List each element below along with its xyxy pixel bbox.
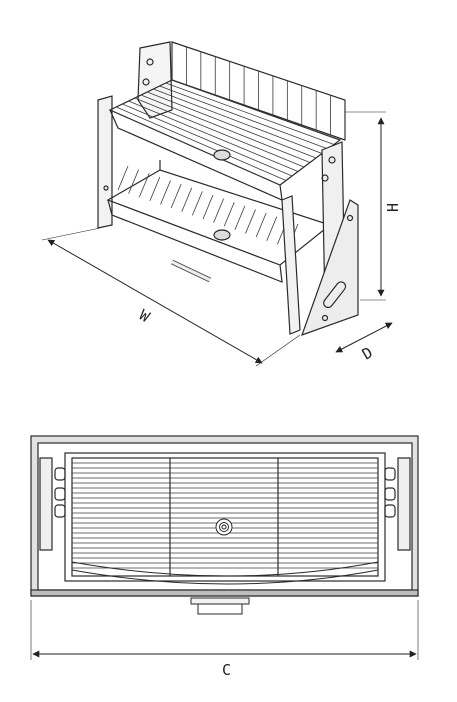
lift-plate	[301, 199, 359, 336]
wire	[255, 212, 267, 238]
wire	[160, 180, 171, 205]
wire	[171, 79, 341, 141]
wire	[170, 183, 182, 209]
bolt-icon	[103, 185, 109, 191]
dimension-lines	[41, 111, 393, 367]
wire	[192, 191, 203, 216]
dish-rack-wires	[117, 165, 299, 249]
wire	[128, 100, 299, 172]
cabinet-dimension-line	[30, 600, 419, 660]
left-bracket	[137, 41, 173, 119]
front-view-details	[71, 518, 379, 615]
center-knob-front	[215, 518, 233, 536]
front-basket-wires	[72, 462, 378, 569]
wire	[159, 85, 329, 150]
wire	[147, 91, 317, 159]
bolt-icon	[321, 174, 329, 182]
wire	[140, 94, 311, 163]
bolt-icon	[346, 214, 354, 222]
wire	[234, 205, 246, 231]
lift-slot	[323, 281, 347, 309]
lower-rack	[106, 160, 332, 283]
wire	[149, 176, 161, 202]
left-side-panel	[97, 95, 113, 229]
left-mechanism-front	[39, 457, 53, 551]
wire	[116, 106, 287, 181]
center-knob-lower	[213, 229, 231, 241]
wire	[181, 187, 193, 212]
right-side-panel	[281, 195, 301, 335]
front-view	[30, 435, 419, 597]
wire	[266, 216, 278, 241]
bolt-icon	[328, 156, 336, 164]
wire	[153, 88, 323, 154]
wire	[134, 97, 305, 168]
basket-frame-front	[64, 452, 386, 582]
bolt-icon	[142, 78, 150, 86]
cabinet-bottom	[30, 589, 419, 597]
bolt-icon	[321, 314, 329, 322]
handle-front	[190, 597, 250, 605]
wire	[223, 202, 235, 227]
wire	[128, 169, 139, 194]
wire	[213, 198, 224, 223]
wire	[122, 103, 293, 177]
bolt-icon	[146, 58, 154, 66]
wire	[165, 82, 335, 145]
center-knob-upper	[213, 149, 231, 161]
cabinet-inner	[37, 442, 413, 591]
cabinet-label: C	[222, 661, 231, 679]
height-label: H	[384, 203, 402, 212]
wire	[138, 173, 150, 198]
wire	[109, 109, 281, 186]
depth-label: D	[359, 343, 376, 363]
upper-basket-wires	[109, 42, 346, 186]
wire	[117, 165, 129, 191]
wire	[202, 194, 214, 220]
wire	[245, 209, 256, 234]
handle-bar	[170, 259, 212, 283]
right-mechanism-front	[397, 457, 411, 551]
width-label: W	[136, 306, 154, 327]
